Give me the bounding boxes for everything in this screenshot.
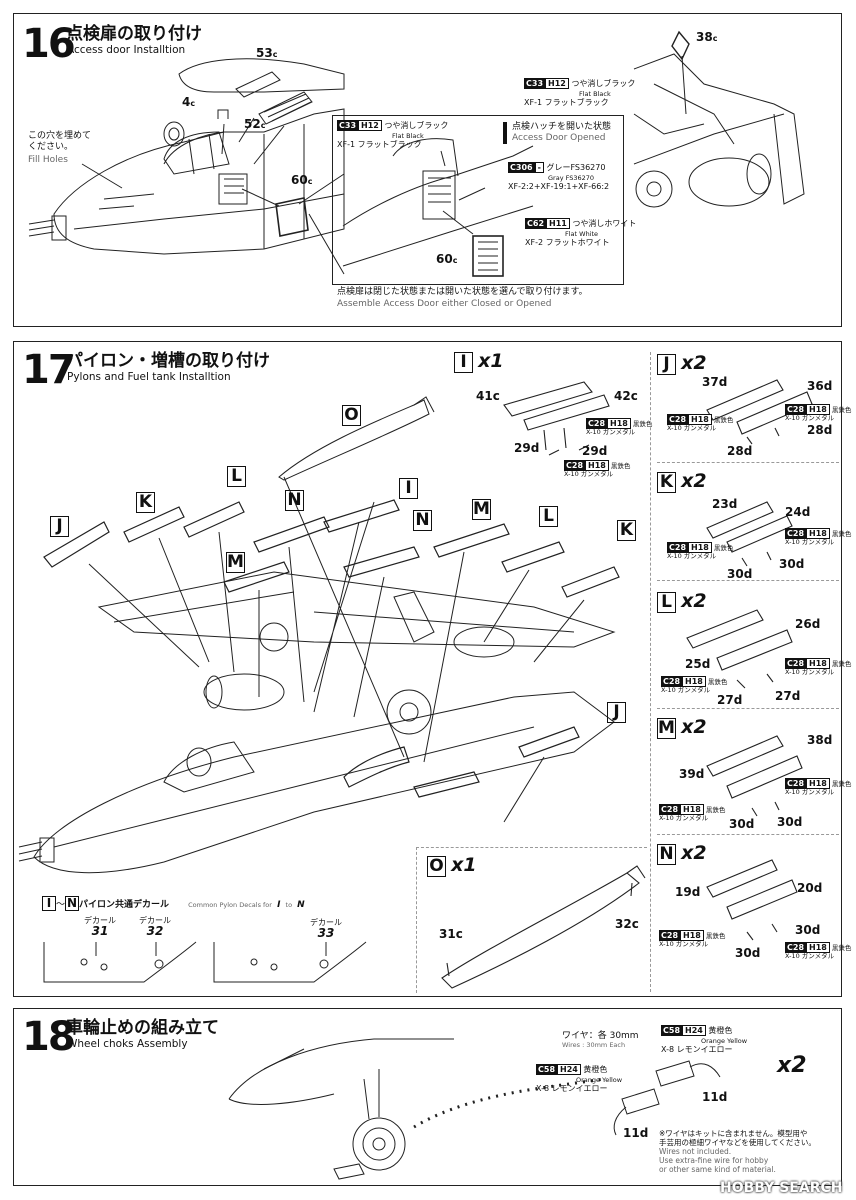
label-J-1: J xyxy=(50,516,69,537)
part-38-label: 38c xyxy=(696,30,718,44)
step17-panel: 17 パイロン・増槽の取り付け Pylons and Fuel tank Ins… xyxy=(13,341,852,997)
step18-title-jp: 車輪止めの組み立て xyxy=(66,1018,219,1038)
label-K-1: K xyxy=(136,492,155,513)
inset-drawing xyxy=(342,138,534,277)
label-O: O xyxy=(342,405,361,426)
part-11-label-1: 11d xyxy=(702,1090,728,1104)
label-K-2: K xyxy=(617,520,636,541)
step17-title-jp: パイロン・増槽の取り付け xyxy=(66,351,270,371)
inset-part-60: 60c xyxy=(436,252,458,266)
label-N-1: N xyxy=(285,490,304,511)
part-60-label: 60c xyxy=(291,173,313,187)
aircraft-pylon-drawing xyxy=(18,396,620,874)
aircraft-nose-drawing xyxy=(28,58,345,275)
wheel-chock-drawing xyxy=(228,1038,721,1180)
step16-number: 16 xyxy=(22,21,76,67)
hobby-search-watermark: HOBBY SEARCH xyxy=(720,1180,843,1196)
assemble-note-en: Assemble Access Door either Closed or Op… xyxy=(337,299,552,309)
label-L-2: L xyxy=(539,506,558,527)
part-4-label: 4c xyxy=(182,95,196,109)
part-53-label: 53c xyxy=(256,46,278,60)
decal-pylon-drawing xyxy=(43,941,367,983)
step18-qty: x2 xyxy=(777,1053,807,1078)
step18-title-en: Wheel choks Assembly xyxy=(67,1038,188,1050)
step18-panel: 18 車輪止めの組み立て Wheel choks Assembly ワイヤ：各 … xyxy=(13,1008,842,1186)
label-N-2: N xyxy=(413,510,432,531)
wire-note: ※ワイヤはキットに含まれません。模型用や 手芸用の極細ワイヤなどを使用してくださ… xyxy=(659,1129,816,1174)
tail-drawing xyxy=(633,30,805,208)
label-M-1: M xyxy=(226,552,245,573)
step18-number: 18 xyxy=(22,1014,76,1060)
step17-title-en: Pylons and Fuel tank Installtion xyxy=(67,371,231,383)
fill-holes-jp: この穴を埋めて ください。 xyxy=(28,131,92,152)
step16-title-en: Access door Installtion xyxy=(67,44,186,56)
step17-number: 17 xyxy=(22,347,76,393)
label-I: I xyxy=(399,478,418,499)
part-11-label-2: 11d xyxy=(623,1126,649,1140)
fill-holes-en: Fill Holes xyxy=(28,155,68,165)
opened-label: 点検ハッチを開いた状態 Access Door Opened xyxy=(503,122,611,144)
inset-color2: C306- グレーFS36270 Gray FS36270 XF-2:2+XF-… xyxy=(508,162,610,191)
label-M-2: M xyxy=(472,499,491,520)
label-L-1: L xyxy=(227,466,246,487)
assemble-note-jp: 点検扉は閉じた状態または開いた状態を選んで取り付けます。 xyxy=(337,287,588,297)
sub-divider xyxy=(650,352,652,992)
label-J-2: J xyxy=(607,702,626,723)
wire-length: ワイヤ：各 30mm Wires : 30mm Each xyxy=(562,1031,639,1049)
part-52-label: 52c xyxy=(244,117,266,131)
step16-title-jp: 点検扉の取り付け xyxy=(66,24,202,44)
step16-panel: 16 点検扉の取り付け Access door Installtion xyxy=(13,13,842,327)
subassembly-O: O x1 31c 32c xyxy=(416,847,647,993)
